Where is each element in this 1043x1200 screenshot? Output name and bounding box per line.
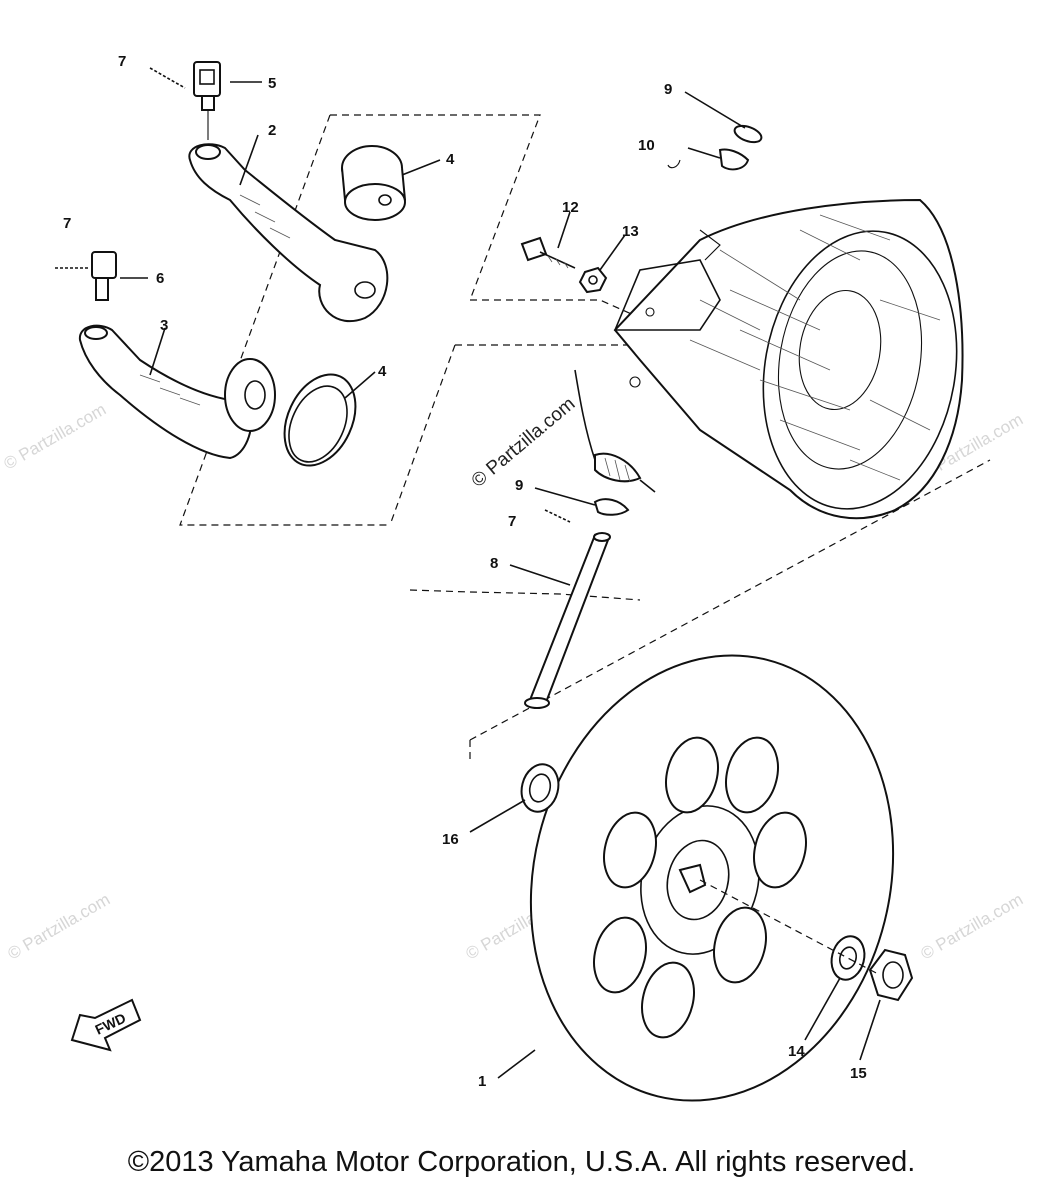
callout-2: 2 [268,122,276,139]
callout-7: 7 [508,513,516,530]
watermark: © Partzilla.com [5,890,114,964]
leader-lines [120,81,881,1079]
callout-16: 16 [442,831,459,848]
part-9-pin-middle [593,498,630,516]
watermark: © Partzilla.com [918,890,1027,964]
callout-7: 7 [118,53,126,70]
part-spring-middle [574,369,656,493]
part-4-pad-lower [283,373,357,467]
part-1-disc [529,654,895,1102]
engine-housing [613,198,964,520]
callout-13: 13 [622,223,639,240]
part-9-10-upper [667,124,763,171]
part-16-washer [520,763,560,813]
callout-9: 9 [515,477,523,494]
callout-7: 7 [63,215,71,232]
watermark-center: © Partzilla.com [468,393,580,491]
part-3-arm [78,324,276,460]
fwd-arrow-icon: FWD [70,998,142,1052]
callout-5: 5 [268,75,276,92]
part-4-cap-upper [341,145,407,221]
callout-1: 1 [478,1073,486,1090]
callout-9: 9 [664,81,672,98]
part-15-nut [868,948,914,1002]
part-8-shaft [524,532,611,709]
copyright-notice: ©2013 Yamaha Motor Corporation, U.S.A. A… [127,1146,916,1178]
callout-14: 14 [788,1043,805,1060]
callout-12: 12 [562,199,579,216]
part-13-nut [578,266,608,294]
callouts: 7 5 2 4 7 6 3 4 9 10 12 13 9 7 8 16 14 1… [63,53,867,1090]
callout-4: 4 [378,363,387,380]
callout-15: 15 [850,1065,867,1082]
callout-6: 6 [156,270,164,287]
part-2-arm [188,143,389,323]
part-5-clamp [193,61,221,140]
watermark: © Partzilla.com [1,400,110,474]
axle-centerline [699,879,881,976]
callout-4: 4 [446,151,455,168]
callout-10: 10 [638,137,655,154]
part-12-bolt [520,236,576,269]
callout-8: 8 [490,555,498,572]
callout-3: 3 [160,317,168,334]
part-14-washer [830,935,866,981]
part-7-screws [55,67,571,523]
part-6-clamp [91,251,117,301]
